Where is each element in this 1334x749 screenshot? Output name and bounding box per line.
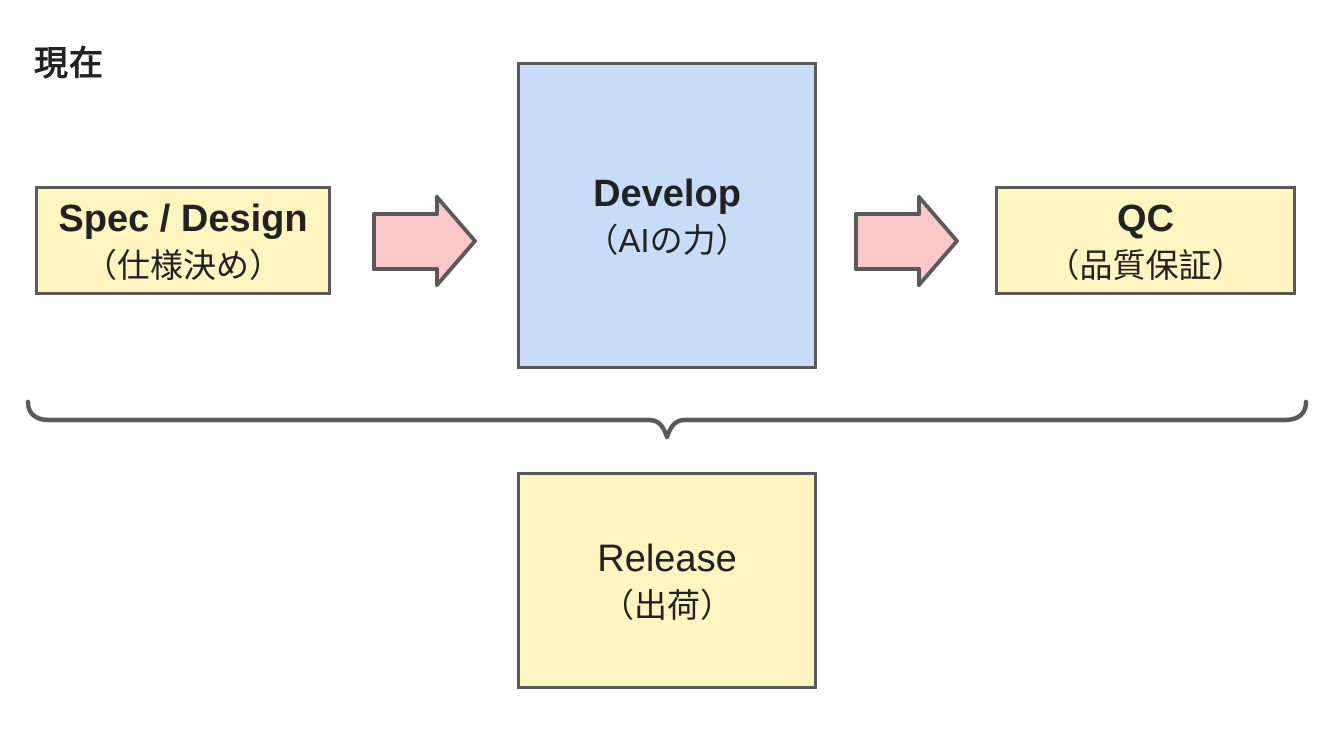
develop-box: Develop （AIの力） bbox=[517, 62, 817, 369]
arrow-right-icon bbox=[854, 195, 959, 287]
spec-design-subtitle: （仕様決め） bbox=[84, 246, 282, 284]
develop-subtitle: （AIの力） bbox=[585, 221, 749, 259]
diagram-title: 現在 bbox=[34, 45, 104, 83]
release-box: Release （出荷） bbox=[517, 472, 817, 689]
curly-brace-icon bbox=[25, 399, 1309, 440]
release-subtitle: （出荷） bbox=[601, 586, 733, 624]
qc-subtitle: （品質保証） bbox=[1046, 246, 1245, 284]
qc-title: QC bbox=[1117, 197, 1174, 240]
qc-box: QC （品質保証） bbox=[995, 186, 1296, 295]
release-title: Release bbox=[597, 537, 737, 580]
arrow-right-icon bbox=[372, 195, 477, 287]
develop-title: Develop bbox=[593, 172, 741, 215]
spec-design-title: Spec / Design bbox=[58, 197, 308, 240]
spec-design-box: Spec / Design （仕様決め） bbox=[35, 186, 331, 295]
